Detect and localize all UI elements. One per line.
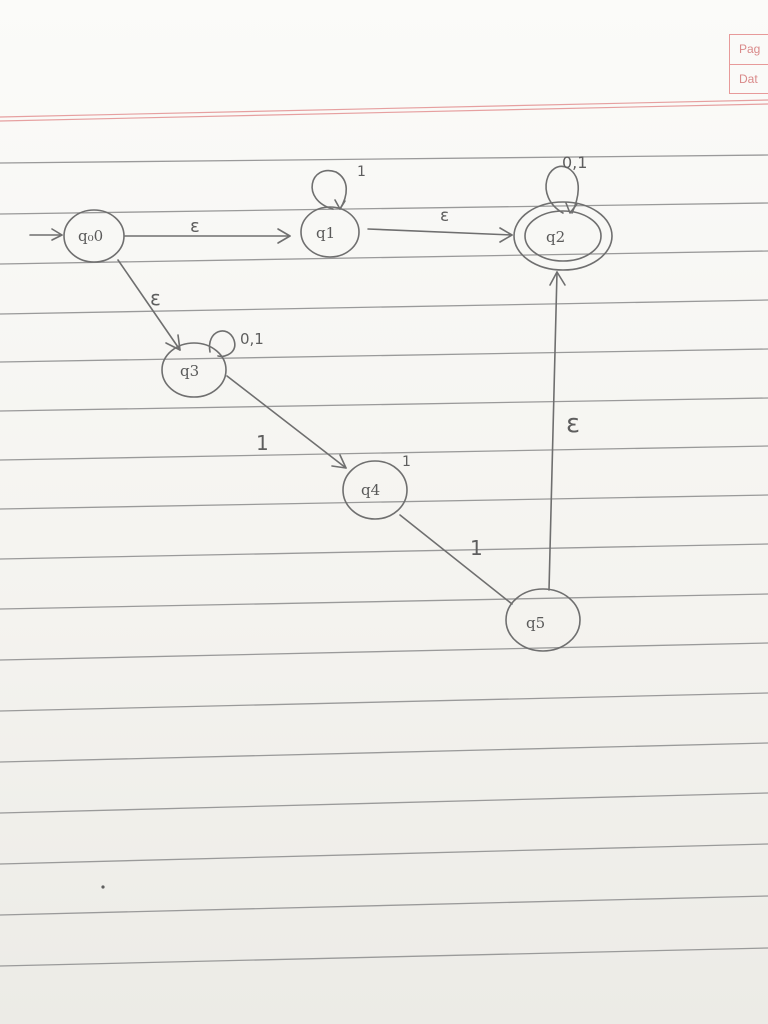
- state-label-q3: q3: [180, 362, 199, 380]
- self-loop-q3: 0,1: [208, 330, 264, 358]
- self-loop-label-q3: 0,1: [240, 330, 264, 348]
- state-q5: q5: [505, 588, 581, 652]
- self-loop-q1: 1: [311, 164, 366, 210]
- edge-label-q5-q2: ε: [566, 409, 580, 439]
- state-q3: q3: [161, 342, 227, 398]
- state-q1: q1: [300, 206, 360, 258]
- state-label-q2: q2: [546, 228, 565, 246]
- ruled-lines: [0, 154, 768, 967]
- edge-label-q3-q4: 1: [256, 431, 269, 455]
- edge-q3-q4: 1: [226, 375, 347, 469]
- edge-q0-q1: ε: [124, 216, 291, 244]
- edge-q5-q2: ε: [548, 271, 580, 591]
- state-label-q4: q4: [361, 481, 380, 499]
- self-loop-label-q2: 0,1: [562, 153, 587, 172]
- self-loop-q2: 0,1: [545, 153, 587, 214]
- edge-label-q1-q2: ε: [440, 206, 449, 226]
- self-loop-q4: 1: [402, 454, 411, 470]
- edge-q4-q5: 1: [399, 514, 513, 605]
- state-label-q1: q1: [316, 224, 335, 242]
- edge-q1-q2: ε: [367, 206, 513, 243]
- page-number-label: Pag: [739, 42, 761, 56]
- edge-label-q0-q3: ε: [150, 286, 161, 310]
- edge-label-q0-q1: ε: [190, 216, 200, 237]
- self-loop-label-q4: 1: [402, 454, 411, 470]
- start-arrow: [29, 228, 63, 241]
- state-label-q5: q5: [526, 614, 545, 632]
- page-date-box: Pag Dat: [729, 34, 768, 94]
- margin-lines: [0, 99, 768, 122]
- state-q0: q₀0: [63, 209, 125, 263]
- edge-label-q4-q5: 1: [470, 536, 483, 560]
- state-label-q0: q₀0: [78, 227, 103, 245]
- state-q2-accept: q2: [513, 201, 613, 271]
- pencil-dot: [101, 885, 105, 889]
- self-loop-label-q1: 1: [357, 164, 366, 180]
- state-q4: q4: [342, 460, 408, 520]
- edge-q0-q3: ε: [117, 259, 181, 351]
- date-label: Dat: [730, 64, 768, 94]
